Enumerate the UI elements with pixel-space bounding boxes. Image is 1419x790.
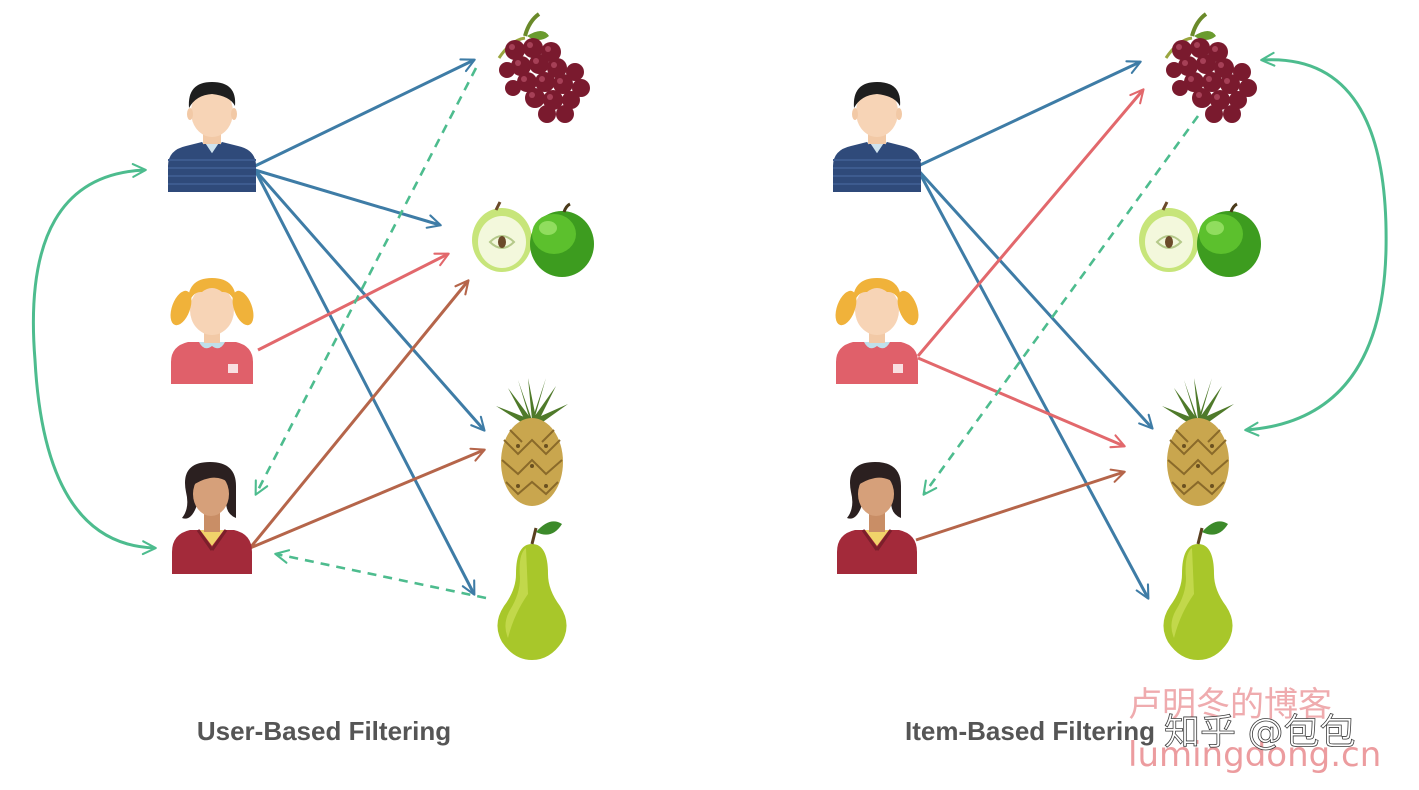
watermark: 卢明冬的博客 lumingdong.cn 知乎 @包包 <box>1128 685 1381 775</box>
woman-to-pineapple-arrow-r <box>915 468 1126 542</box>
man-to-pineapple-arrow-r <box>916 168 1154 430</box>
grapes-icon <box>497 12 592 125</box>
man-icon <box>166 80 258 194</box>
recommend-grapes-to-woman-arrow-r <box>922 115 1200 496</box>
woman-icon <box>170 460 254 576</box>
pear-icon <box>495 519 569 662</box>
pineapple-icon <box>495 377 569 507</box>
man-to-apple-arrow <box>254 168 442 229</box>
right-panel-caption: Item-Based Filtering <box>905 716 1155 746</box>
recommend-grapes-to-woman-arrow <box>254 67 478 496</box>
user-based-panel: User-Based Filtering <box>31 12 596 746</box>
item-similarity-curve <box>1244 51 1388 437</box>
girl-to-apple-arrow <box>257 252 450 352</box>
grapes-icon <box>1164 12 1259 125</box>
watermark-zhihu: 知乎 @包包 <box>1164 712 1355 753</box>
man-to-pear-arrow-r <box>916 169 1150 600</box>
apple-icon <box>470 200 596 279</box>
man-to-pear-arrow <box>253 169 476 596</box>
man-icon <box>831 80 923 194</box>
left-panel-caption: User-Based Filtering <box>197 716 451 746</box>
recommend-pear-to-woman-arrow <box>274 549 487 600</box>
item-based-panel: Item-Based Filtering <box>831 12 1388 746</box>
man-to-pineapple-arrow <box>253 169 486 432</box>
woman-icon <box>835 460 919 576</box>
apple-icon <box>1137 200 1263 279</box>
girl-icon <box>831 278 923 384</box>
girl-to-pineapple-arrow-r <box>917 356 1126 449</box>
girl-to-grapes-arrow-r <box>916 88 1145 357</box>
watermark-url: lumingdong.cn <box>1128 735 1381 775</box>
girl-icon <box>166 278 258 384</box>
woman-to-apple-arrow <box>248 279 470 549</box>
pineapple-icon <box>1161 377 1235 507</box>
man-to-grapes-arrow <box>254 58 476 168</box>
man-to-grapes-arrow-r <box>917 60 1142 168</box>
watermark-blog-name: 卢明冬的博客 <box>1128 685 1332 725</box>
user-similarity-curve <box>31 163 157 556</box>
woman-to-pineapple-arrow <box>249 447 486 550</box>
pear-icon <box>1161 519 1235 662</box>
